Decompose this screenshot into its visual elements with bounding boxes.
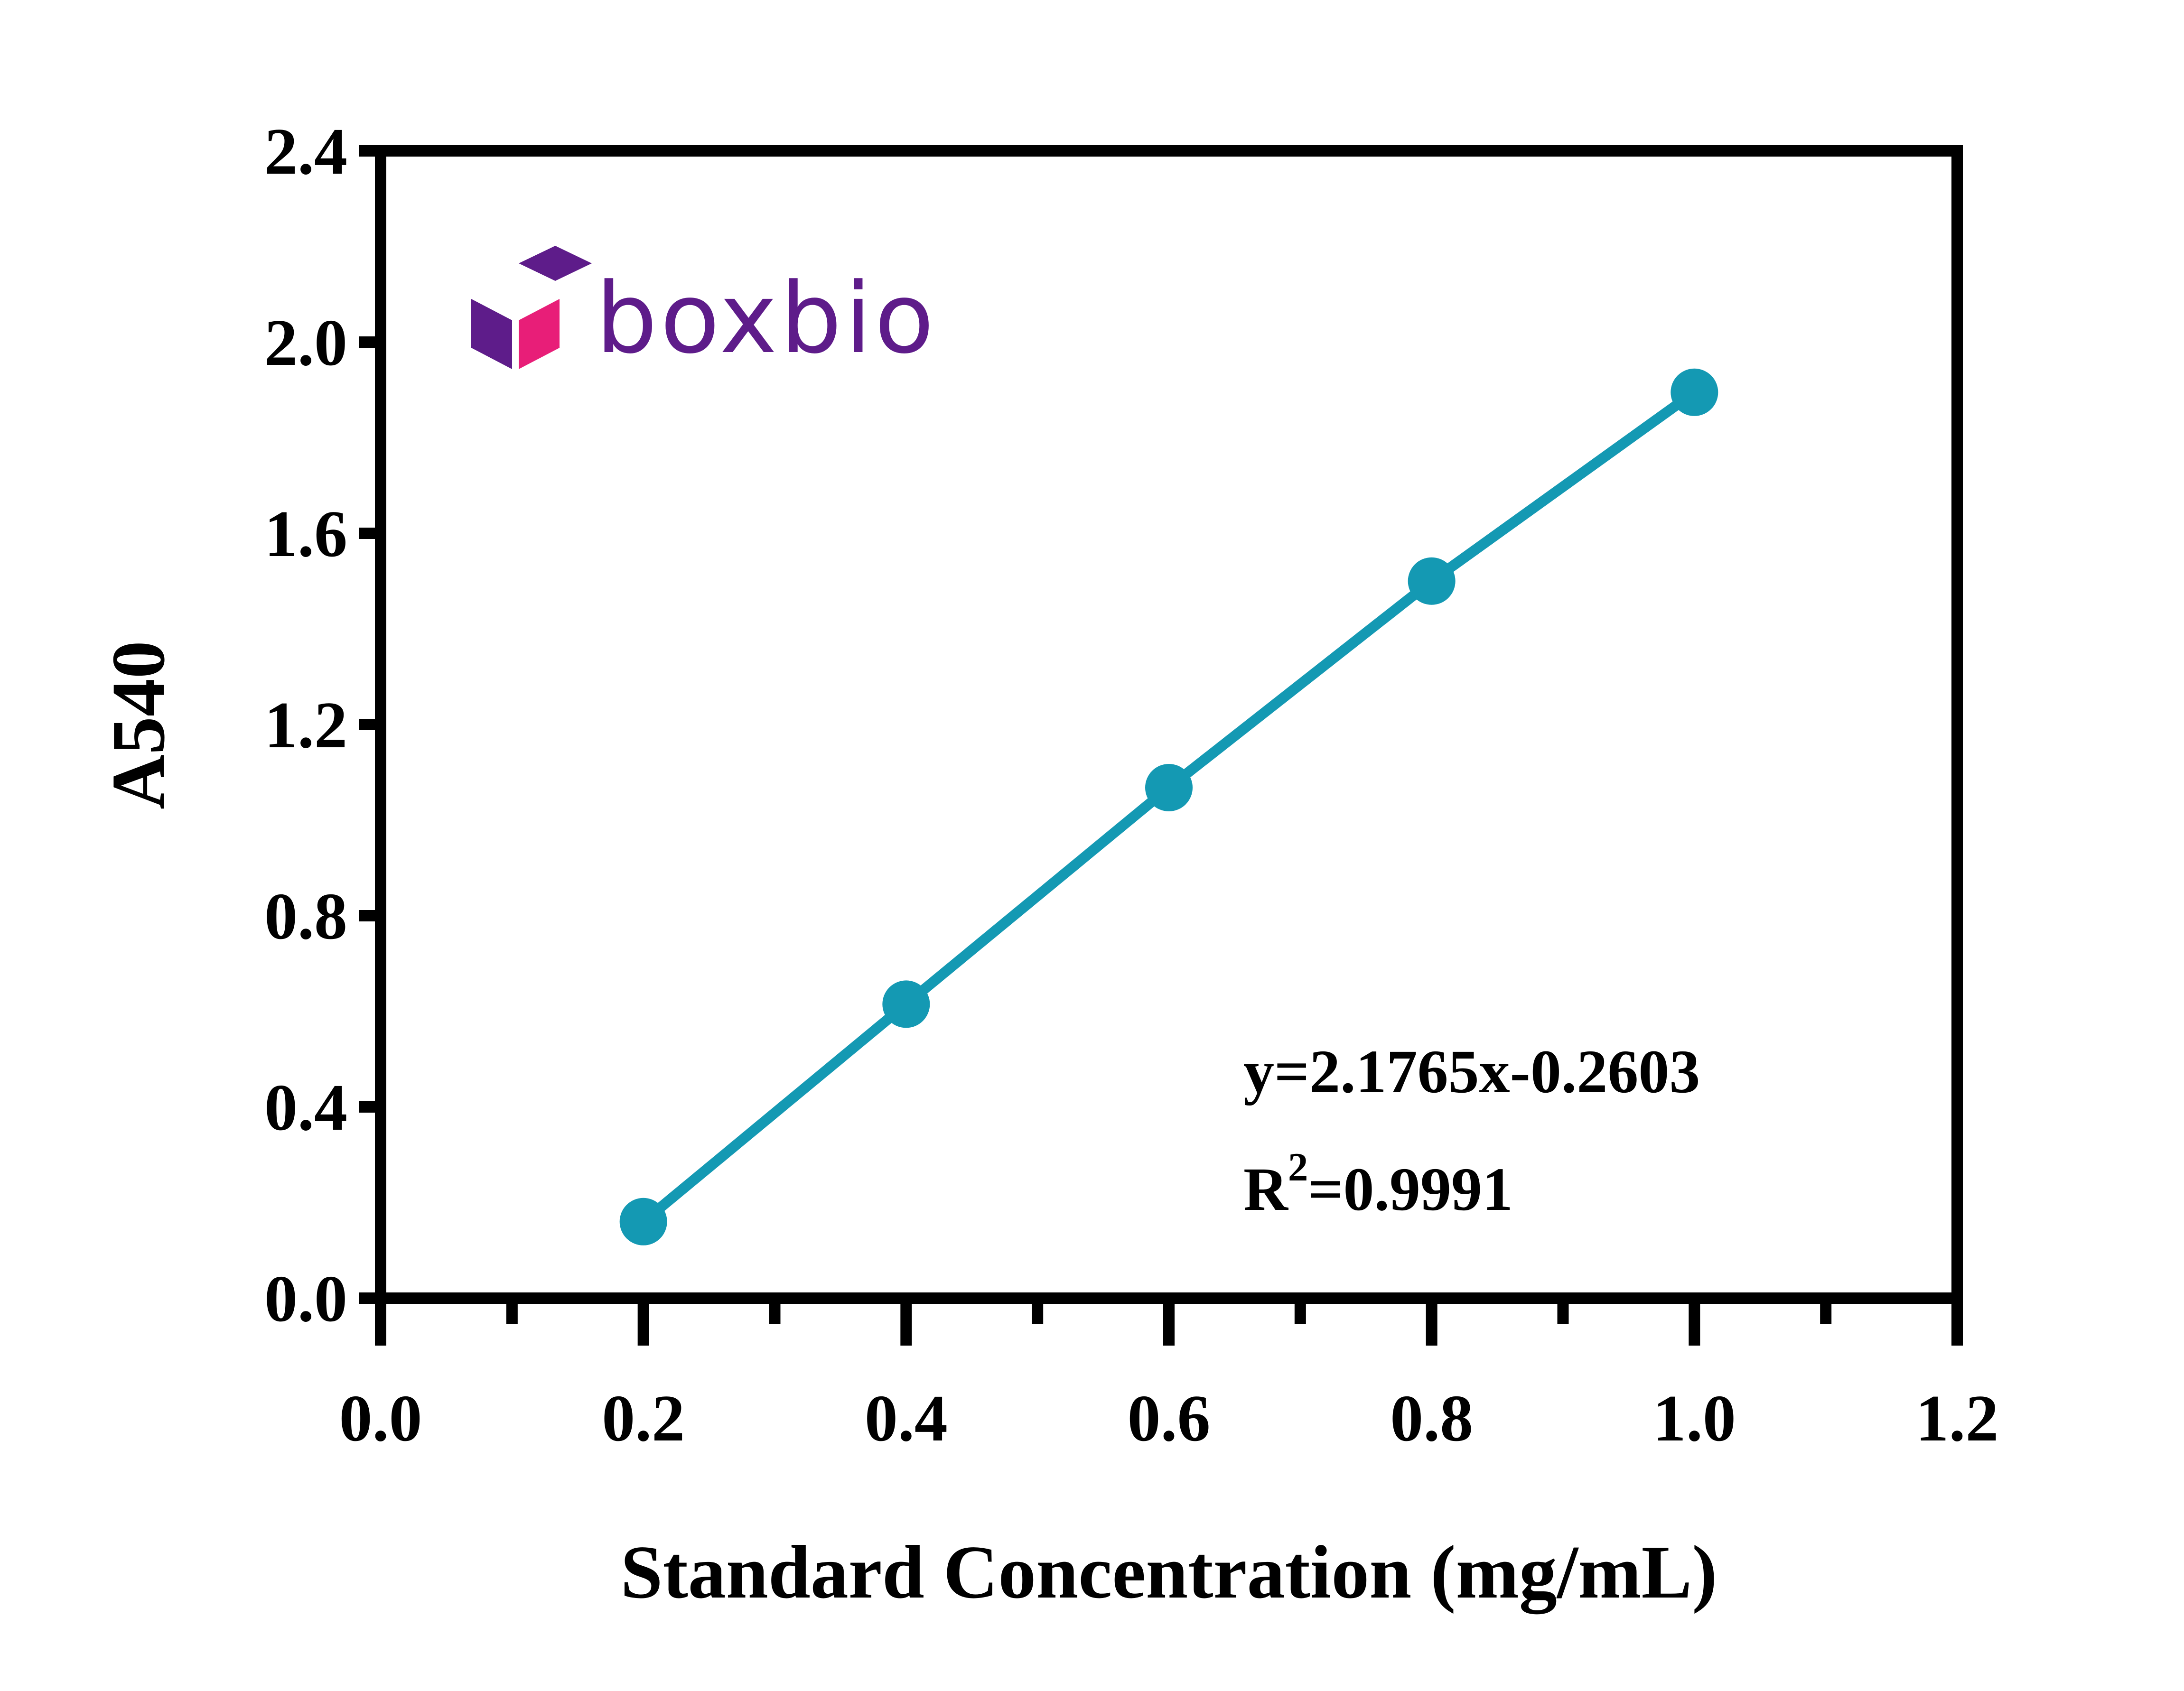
- y-axis-title: A540: [96, 641, 180, 809]
- x-tick-label: 1.2: [1916, 1382, 1999, 1455]
- data-point: [619, 1198, 667, 1245]
- series-layer: [619, 368, 1718, 1245]
- y-tick-label: 1.6: [264, 497, 347, 571]
- logo-wordmark: boxbio: [596, 262, 937, 375]
- x-tick-label: 0.6: [1128, 1382, 1211, 1455]
- x-axis-ticks: 0.0 0.2 0.4 0.6 0.8 1.0 1.2: [339, 1298, 1999, 1455]
- y-tick-label: 2.0: [264, 306, 347, 380]
- x-tick-label: 1.0: [1653, 1382, 1736, 1455]
- logo-cube-left: [471, 299, 512, 369]
- x-axis-title: Standard Concentration (mg/mL): [620, 1530, 1717, 1615]
- data-point: [1671, 368, 1718, 416]
- y-axis-ticks: 0.0 0.4 0.8 1.2 1.6 2.0 2.4: [264, 115, 381, 1336]
- r-squared-base: R: [1243, 1155, 1289, 1224]
- y-tick-label: 1.2: [264, 688, 347, 762]
- data-point: [1145, 763, 1193, 811]
- x-tick-label: 0.8: [1390, 1382, 1473, 1455]
- y-tick-label: 0.4: [264, 1071, 347, 1144]
- box-logo-icon: [471, 246, 592, 369]
- r-squared-annotation: R2=0.9991: [1243, 1145, 1513, 1224]
- r-squared-value: =0.9991: [1308, 1155, 1513, 1224]
- y-tick-label: 0.8: [264, 880, 347, 953]
- logo-cube-right: [519, 299, 560, 369]
- boxbio-logo: boxbio: [471, 246, 937, 375]
- data-point: [1408, 557, 1456, 605]
- x-tick-label: 0.2: [602, 1382, 685, 1455]
- x-tick-label: 0.4: [865, 1382, 948, 1455]
- x-tick-label: 0.0: [339, 1382, 422, 1455]
- data-point: [882, 980, 930, 1028]
- y-tick-label: 2.4: [264, 115, 347, 188]
- equation-annotation: y=2.1765x-0.2603: [1243, 1038, 1700, 1106]
- r-squared-superscript: 2: [1288, 1145, 1308, 1189]
- y-tick-label: 0.0: [264, 1262, 347, 1336]
- logo-cube-top: [519, 246, 592, 281]
